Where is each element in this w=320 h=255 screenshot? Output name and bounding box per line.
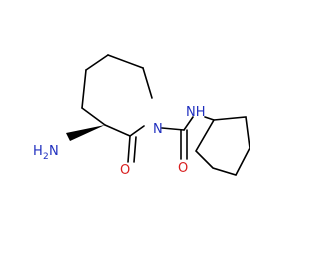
- molecule-diagram: N NH H 2 N O O: [33, 54, 251, 178]
- bond-ring-c2-c3: [104, 124, 131, 137]
- amine-h-label: H: [33, 144, 43, 159]
- amine-n-label: N: [49, 144, 59, 159]
- bond-nh-cyclohexyl: [204, 116, 215, 121]
- amide-nh-label: NH: [186, 105, 206, 120]
- bond-ring-c3-c4: [81, 107, 106, 126]
- bond-ring-c7-n1: [142, 67, 153, 99]
- bond-ring-c4-c5: [81, 69, 87, 109]
- cyclohexane-ring: [194, 116, 251, 176]
- urea-oxygen-label: O: [178, 161, 188, 176]
- structure-canvas: N NH H 2 N O O: [33, 54, 251, 178]
- bond-ring-n1-c2: [129, 125, 145, 137]
- bond-ring-c5-c6: [85, 54, 109, 71]
- bond-urea-carbon-nh: [183, 116, 194, 131]
- azepane-ring: [81, 54, 153, 137]
- ring-nitrogen-label: N: [153, 122, 163, 137]
- urea-carbonyl-bond: [180, 129, 188, 160]
- amine-subscript-label: 2: [43, 152, 49, 162]
- ring-oxygen-label: O: [120, 163, 130, 178]
- ring-carbonyl-bond: [127, 135, 137, 163]
- stereo-wedge-bond: [66, 125, 105, 141]
- bond-ring-c6-c7: [107, 54, 144, 69]
